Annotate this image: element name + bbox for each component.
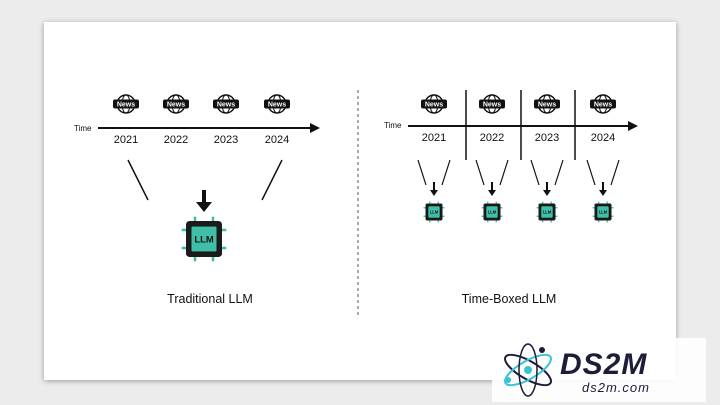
year-label: 2024	[591, 132, 615, 144]
year-label: 2021	[422, 132, 446, 144]
news-label: News	[425, 102, 443, 109]
year-label: 2023	[214, 134, 238, 146]
llm-label: LLM	[430, 210, 439, 215]
llm-label: LLM	[194, 235, 213, 245]
diagram-panel	[44, 22, 676, 380]
ds2m-watermark: DS2M ds2m.com	[492, 338, 706, 402]
funnel-line-right	[499, 159, 509, 186]
news-label: News	[538, 102, 556, 109]
time-boxed-llm-section: Time News News News News 2021 2022 2023 2024 L…	[384, 90, 638, 306]
down-arrow-head	[599, 190, 607, 196]
time-axis-label: Time	[74, 124, 92, 133]
watermark-site: ds2m.com	[582, 380, 650, 395]
news-globe-icon: News	[113, 94, 139, 114]
llm-label: LLM	[599, 210, 608, 215]
funnel-line-right	[610, 159, 620, 186]
time-boxed-llm-caption: Time-Boxed LLM	[462, 292, 557, 306]
llm-chip-icon: LLM	[423, 201, 445, 223]
news-label: News	[483, 102, 501, 109]
news-label: News	[594, 102, 612, 109]
llm-chip-icon: LLM	[181, 216, 227, 262]
llm-chip-icon: LLM	[536, 201, 558, 223]
down-arrow-head	[196, 202, 212, 212]
down-arrow-head	[430, 190, 438, 196]
news-globe-icon: News	[264, 94, 290, 114]
year-label: 2022	[480, 132, 504, 144]
news-label: News	[167, 102, 185, 109]
news-globe-icon: News	[590, 94, 616, 114]
down-arrow-head	[488, 190, 496, 196]
year-label: 2023	[535, 132, 559, 144]
news-globe-icon: News	[163, 94, 189, 114]
news-globe-icon: News	[421, 94, 447, 114]
time-axis-label: Time	[384, 121, 402, 130]
funnel-line-left	[586, 159, 596, 186]
funnel-line-left	[475, 159, 485, 186]
year-label: 2021	[114, 134, 138, 146]
news-globe-icon: News	[479, 94, 505, 114]
llm-chip-icon: LLM	[481, 201, 503, 223]
news-label: News	[217, 102, 235, 109]
funnel-line-right	[441, 159, 451, 186]
funnel-line-left	[417, 159, 427, 186]
watermark-brand: DS2M	[560, 348, 647, 381]
funnel-line-right	[554, 159, 564, 186]
funnel-line-left	[530, 159, 540, 186]
news-label: News	[117, 102, 135, 109]
funnel-line-right	[261, 159, 283, 201]
traditional-llm-caption: Traditional LLM	[167, 292, 253, 306]
llm-chip-icon: LLM	[592, 201, 614, 223]
down-arrow-head	[543, 190, 551, 196]
llm-label: LLM	[488, 210, 497, 215]
year-label: 2024	[265, 134, 289, 146]
funnel-line-left	[127, 159, 149, 201]
news-globe-icon: News	[534, 94, 560, 114]
news-globe-icon: News	[213, 94, 239, 114]
traditional-llm-section: Time News News News News 2021 2022 2023 2024 L…	[74, 94, 320, 306]
year-label: 2022	[164, 134, 188, 146]
atom-logo-icon	[504, 343, 552, 397]
news-label: News	[268, 102, 286, 109]
llm-label: LLM	[543, 210, 552, 215]
